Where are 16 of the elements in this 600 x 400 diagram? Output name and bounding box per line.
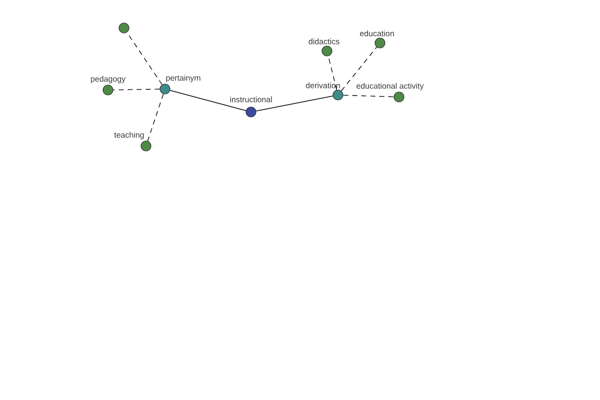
connector-line — [342, 94, 394, 98]
node-label: instructional — [230, 96, 272, 102]
node-label: pedagogy — [90, 76, 126, 84]
connector-line — [170, 90, 246, 111]
connector-line — [256, 96, 334, 112]
node-label: education — [360, 30, 394, 36]
node-dot — [118, 22, 130, 34]
node-label: pertainym — [166, 74, 200, 82]
connector-line — [147, 94, 164, 142]
node-label: didactics — [308, 38, 340, 44]
connector-line — [340, 46, 378, 92]
node-label: derivation — [306, 82, 340, 88]
connector-line — [112, 88, 160, 90]
connector-line — [328, 56, 338, 90]
node-label: teaching — [114, 132, 144, 140]
node-label: educational activity — [356, 82, 424, 90]
